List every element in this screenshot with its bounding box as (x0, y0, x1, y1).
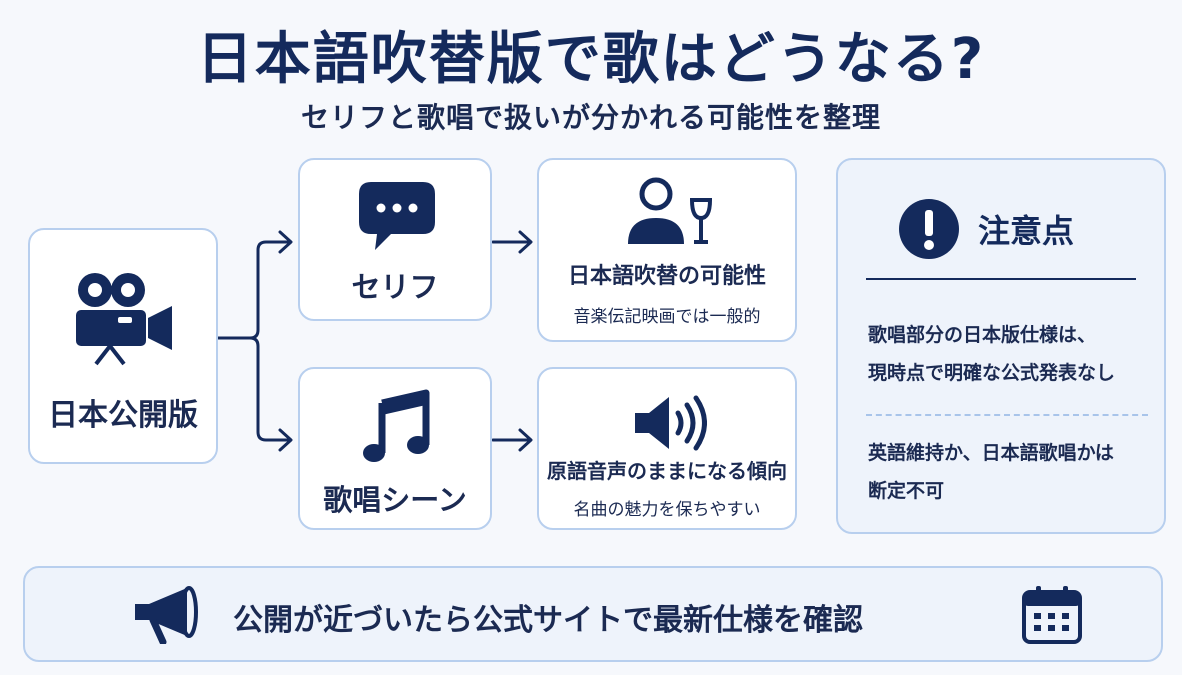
result-title-dubbing: 日本語吹替の可能性 (567, 264, 766, 289)
caution-panel: 注意点 歌唱部分の日本版仕様は、 現時点で明確な公式発表なし 英語維持か、日本語… (836, 158, 1166, 534)
caution-point-2-line-2: 断定不可 (868, 480, 945, 502)
source-label: 日本公開版 (48, 398, 198, 433)
arrow-head (518, 230, 533, 254)
caution-point-2-line-1: 英語維持か、日本語歌唱かは (868, 442, 1114, 464)
caution-point-2: 英語維持か、日本語歌唱かは 断定不可 (868, 434, 1114, 510)
result-note-dubbing: 音楽伝記映画では一般的 (573, 307, 761, 327)
page-subtitle: セリフと歌唱で扱いが分かれる可能性を整理 (300, 101, 881, 134)
caution-dashed-divider (866, 414, 1148, 416)
speaker-icon (635, 395, 707, 451)
singer-microphone-icon (628, 177, 713, 244)
caution-point-1: 歌唱部分の日本版仕様は、 現時点で明確な公式発表なし (868, 316, 1115, 392)
arrow-head (278, 230, 293, 254)
result-note-original: 名曲の魅力を保ちやすい (573, 500, 761, 520)
page-title: 日本語吹替版で歌はどうなる? (196, 27, 986, 92)
arrow-head (518, 428, 533, 452)
branch-card-singing: 歌唱シーン (298, 367, 492, 530)
speech-bubble-icon (359, 182, 435, 250)
arrow-head (278, 428, 293, 452)
music-note-icon (363, 389, 430, 462)
movie-camera-icon (76, 273, 172, 366)
branch-connector (216, 240, 292, 340)
source-card: 日本公開版 (28, 228, 218, 464)
branch-label-serifu: セリフ (351, 270, 439, 304)
exclamation-icon (899, 199, 959, 259)
result-title-original: 原語音声のままになる傾向 (547, 459, 787, 483)
caution-title: 注意点 (978, 212, 1075, 250)
branch-connector (216, 336, 292, 442)
caution-point-1-line-1: 歌唱部分の日本版仕様は、 (868, 324, 1097, 346)
branch-card-serifu: セリフ (298, 158, 492, 321)
megaphone-icon (135, 586, 198, 644)
result-card-original: 原語音声のままになる傾向 名曲の魅力を保ちやすい (537, 367, 797, 530)
branch-label-singing: 歌唱シーン (323, 483, 467, 517)
caution-point-1-line-2: 現時点で明確な公式発表なし (868, 362, 1116, 384)
footer-banner: 公開が近づいたら公式サイトで最新仕様を確認 (23, 566, 1163, 662)
result-card-dubbing: 日本語吹替の可能性 音楽伝記映画では一般的 (537, 158, 797, 342)
caution-divider (866, 278, 1136, 280)
calendar-icon (1022, 586, 1082, 644)
footer-text: 公開が近づいたら公式サイトで最新仕様を確認 (233, 603, 863, 638)
